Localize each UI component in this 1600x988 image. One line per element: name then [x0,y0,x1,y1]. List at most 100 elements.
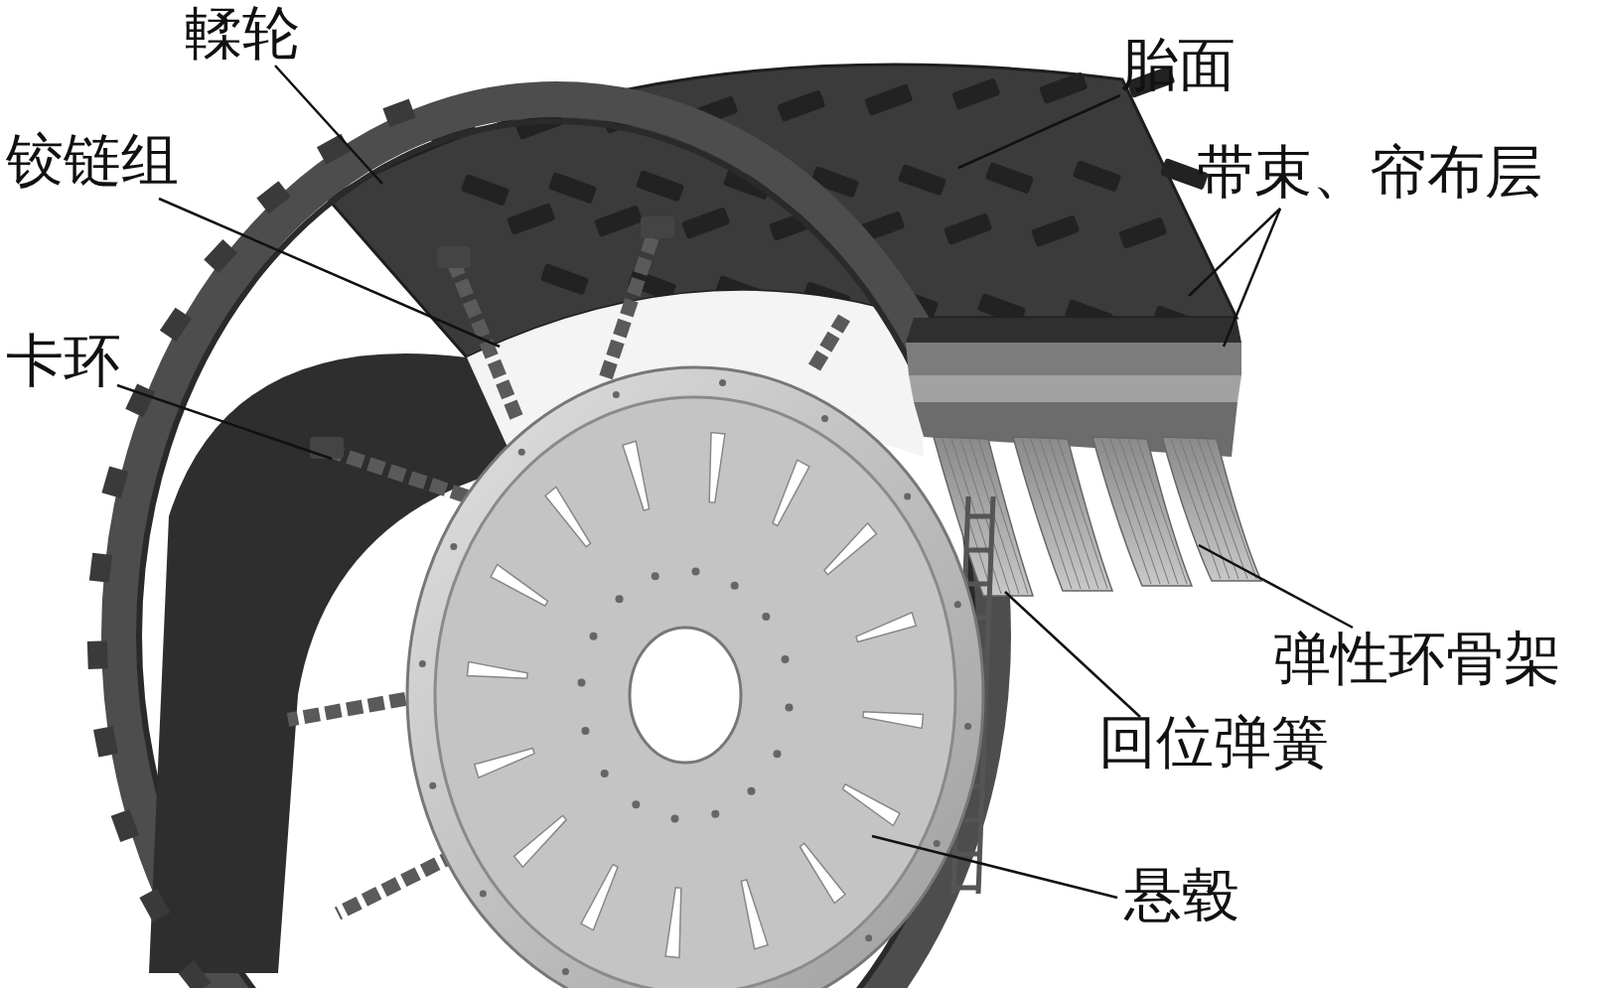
side-block [93,726,119,757]
bolt-hole [730,581,739,590]
hub-slot [581,864,618,930]
side-block [139,887,170,922]
side-block [89,553,113,583]
bolt-hole [773,749,782,758]
hub-slot [622,440,650,511]
ply-layer [908,375,1242,403]
tread-block [1072,159,1122,193]
bolt-hole [746,787,755,796]
hub-slot [856,612,916,643]
tread-block [548,171,597,205]
hub-slot [474,748,535,779]
tread-section [905,317,1242,343]
side-block [316,134,351,165]
hub-slot [545,486,591,547]
tread-block [1118,216,1167,250]
rim-ring-edge [139,121,974,988]
rim-bolt [903,492,911,500]
hub-slot [799,843,846,903]
tread-block [864,83,913,117]
rim-bolt [449,543,457,551]
fiber-strip [1162,436,1262,582]
tread-side-blocks [87,99,417,988]
part-label: 胎面 [1120,33,1236,98]
hub-slot [665,887,682,959]
rim-bolt [719,379,727,387]
rim-bolt [821,415,829,423]
elastic-ring-frame [933,436,1262,596]
hub-slot [709,433,726,504]
bolt-hole [711,810,720,819]
side-block [87,640,109,670]
hub-slot [842,784,899,827]
hub-slot [466,662,528,680]
spring-rung [966,548,992,554]
fiber-strip [1013,436,1113,591]
bolt-hole [581,727,589,735]
bolt-hole [615,594,624,603]
side-block [101,465,129,498]
tread-block [1030,214,1080,248]
spring-rung [955,852,981,858]
tread-block [897,163,947,197]
bolt-hole [578,679,586,688]
tread-block [635,169,685,203]
rim-bolt [562,968,570,976]
hub-slot [490,564,548,606]
bolt-hole [588,632,597,641]
part-label: 卡环 [5,329,122,394]
bolt-hole [651,572,660,581]
tread-block [943,212,993,246]
rim-ring [119,99,994,988]
rim-bolt [518,448,526,456]
rim-bolt [954,600,962,608]
spring-rung [953,885,979,891]
tread-block [1038,71,1088,105]
side-block [203,239,238,274]
rim-bolt [479,890,487,898]
side-block [159,307,192,342]
side-block [382,99,416,128]
hub-center-hole [629,627,741,763]
bolt-hole [631,800,640,809]
tread-block [593,204,643,238]
bolt-hole [761,612,770,621]
spring-rung [967,514,993,520]
bolt-hole [784,703,793,712]
fiber-line [1048,438,1099,589]
tread-block [951,77,1001,111]
part-label: 铰链组 [5,129,179,193]
bolt-hole [671,814,680,823]
hub-slot [824,523,877,576]
bolt-hole [691,568,700,577]
part-label: 悬毂 [1124,864,1240,928]
part-label: 弹性环骨架 [1273,627,1562,692]
tread-block [681,206,730,240]
tread-block [460,173,510,207]
hub-slot [863,712,924,729]
rim-bolt [612,391,620,399]
tread-block [540,263,589,296]
bolt-hole [600,769,609,778]
side-block [256,180,291,214]
hub-slot [772,459,810,526]
hub-face [435,397,956,988]
hub-disc [407,367,984,988]
part-label: 回位弹簧 [1098,711,1329,775]
tread-block [985,161,1034,195]
tread-block [506,202,556,236]
fiber-line [1206,438,1257,580]
side-block [111,809,140,843]
rim-bolt [419,660,427,668]
part-label: 带束、帘布层 [1196,141,1543,205]
hub-bolts [419,379,972,988]
rim-bolt [865,934,873,942]
spring-rung [965,581,991,587]
side-block [177,961,211,988]
bolt-hole [781,655,790,664]
part-label: 輮轮 [184,1,300,66]
rim-bolt [933,840,941,848]
rim-bolt [429,782,437,790]
belt-layer [905,342,1242,376]
leader-lines [117,65,1353,898]
